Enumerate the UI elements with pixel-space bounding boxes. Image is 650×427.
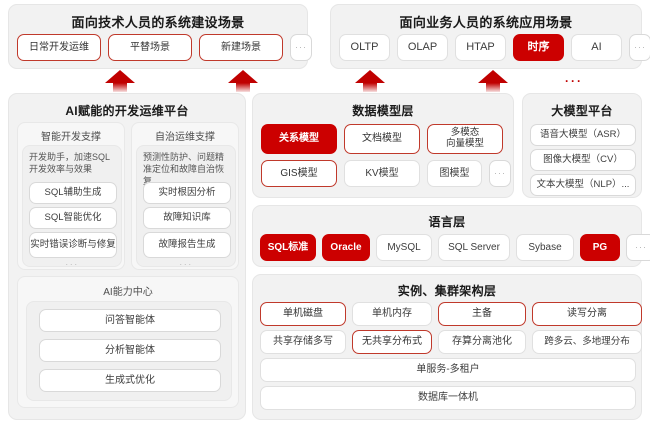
- tech-chip-more[interactable]: ···: [290, 34, 312, 61]
- ai-column-dev-desc: 开发助手，加速SQL开发效率与效果: [29, 152, 111, 175]
- ai-platform-title: AI赋能的开发运维平台: [65, 104, 189, 118]
- ai-agent-qa[interactable]: 问答智能体: [39, 309, 221, 332]
- ai-column-dev-title: 智能开发支撑: [41, 132, 101, 143]
- ai-item-sql-opt[interactable]: SQL智能优化: [29, 207, 117, 229]
- biz-chip-oltp[interactable]: OLTP: [339, 34, 390, 61]
- lang-chip-sql-server[interactable]: SQL Server: [438, 234, 510, 261]
- instance-chip-read-write-split[interactable]: 读写分离: [532, 302, 642, 326]
- llm-item-asr[interactable]: 语音大模型（ASR）: [530, 124, 636, 146]
- arrow-head-icon: [478, 70, 508, 83]
- data-model-kv[interactable]: KV模型: [344, 160, 420, 187]
- llm-platform-title: 大模型平台: [551, 104, 613, 118]
- arrow-head-icon: [355, 70, 385, 83]
- ai-agent-generative-opt[interactable]: 生成式优化: [39, 369, 221, 392]
- llm-item-cv[interactable]: 图像大模型（CV）: [530, 149, 636, 171]
- lang-chip-sql-standard[interactable]: SQL标准: [260, 234, 316, 261]
- arrow-stem: [236, 83, 250, 92]
- arrow-head-icon: [228, 70, 258, 83]
- data-model-document[interactable]: 文档模型: [344, 124, 420, 154]
- ai-column-ops-body: 预测性防护、问题精准定位和故障自治恢复 实时根因分析 故障知识库 故障报告生成: [136, 145, 236, 267]
- instance-chip-standalone-memory[interactable]: 单机内存: [352, 302, 432, 326]
- biz-scene-panel: 面向业务人员的系统应用场景 OLTP OLAP HTAP 时序 AI ···: [330, 4, 650, 69]
- arrow-stem: [486, 83, 500, 92]
- arrow-up-1: [105, 70, 135, 92]
- data-model-relational[interactable]: 关系模型: [261, 124, 337, 154]
- data-model-layer-panel: 数据模型层 关系模型 文档模型 多模态 向量模型 GIS模型 KV模型 图模型 …: [252, 93, 514, 198]
- arrow-stem: [363, 83, 377, 92]
- lang-chip-pg[interactable]: PG: [580, 234, 620, 261]
- data-model-layer-title: 数据模型层: [352, 104, 414, 118]
- instance-layer-panel: 实例、集群架构层 单机磁盘 单机内存 主备 读写分离 共享存储多写 无共享分布式…: [252, 274, 642, 420]
- ai-column-ops: 自治运维支撑 预测性防护、问题精准定位和故障自治恢复 实时根因分析 故障知识库 …: [131, 122, 239, 270]
- ai-platform-panel: AI赋能的开发运维平台 智能开发支撑 开发助手，加速SQL开发效率与效果 SQL…: [8, 93, 246, 420]
- language-layer-title: 语言层: [428, 215, 466, 229]
- arrow-stem: [113, 83, 127, 92]
- ai-capability-center-title: AI能力中心: [103, 287, 153, 298]
- ai-item-fault-kb[interactable]: 故障知识库: [143, 207, 231, 229]
- instance-chip-single-service-multitenant[interactable]: 单服务-多租户: [260, 358, 636, 382]
- lang-chip-oracle[interactable]: Oracle: [322, 234, 370, 261]
- ai-capability-center: AI能力中心 问答智能体 分析智能体 生成式优化: [17, 276, 239, 408]
- data-model-graph[interactable]: 图模型: [427, 160, 482, 187]
- language-layer-panel: 语言层 SQL标准 Oracle MySQL SQL Server Sybase…: [252, 205, 650, 267]
- instance-chip-storage-compute-pooling[interactable]: 存算分离池化: [438, 330, 526, 354]
- arrow-up-3: [355, 70, 385, 92]
- data-model-multimodal-line2: 向量模型: [445, 138, 484, 149]
- biz-chip-ai[interactable]: AI: [571, 34, 622, 61]
- tech-chip-replacement[interactable]: 平替场景: [108, 34, 192, 61]
- biz-scene-title: 面向业务人员的系统应用场景: [399, 15, 573, 30]
- instance-chip-standalone-disk[interactable]: 单机磁盘: [260, 302, 346, 326]
- data-model-multimodal-vector[interactable]: 多模态 向量模型: [427, 124, 503, 154]
- instance-chip-db-appliance[interactable]: 数据库一体机: [260, 386, 636, 410]
- ai-item-sql-gen[interactable]: SQL辅助生成: [29, 182, 117, 204]
- tech-chip-daily-devops[interactable]: 日常开发运维: [17, 34, 101, 61]
- ai-item-fault-report[interactable]: 故障报告生成: [143, 232, 231, 258]
- ai-item-sql-diagnose[interactable]: 实时错误诊断与修复: [29, 232, 117, 258]
- arrow-head-icon: [105, 70, 135, 83]
- tech-scene-title: 面向技术人员的系统建设场景: [71, 15, 245, 30]
- biz-chip-more[interactable]: ···: [629, 34, 650, 61]
- tech-scene-panel: 面向技术人员的系统建设场景 日常开发运维 平替场景 新建场景 ···: [8, 4, 312, 69]
- tech-chip-new-build[interactable]: 新建场景: [199, 34, 283, 61]
- arrow-up-2: [228, 70, 258, 92]
- lang-chip-mysql[interactable]: MySQL: [376, 234, 432, 261]
- instance-chip-primary-standby[interactable]: 主备: [438, 302, 526, 326]
- instance-chip-shared-storage-multiwrite[interactable]: 共享存储多写: [260, 330, 346, 354]
- biz-chip-htap[interactable]: HTAP: [455, 34, 506, 61]
- ai-agent-analysis[interactable]: 分析智能体: [39, 339, 221, 362]
- lang-chip-sybase[interactable]: Sybase: [516, 234, 574, 261]
- instance-chip-multicloud-geo[interactable]: 跨多云、多地理分布: [532, 330, 642, 354]
- data-model-multimodal-line1: 多模态: [450, 127, 480, 139]
- ai-column-ops-more[interactable]: ···: [179, 259, 193, 269]
- instance-layer-title: 实例、集群架构层: [397, 284, 497, 298]
- ai-column-ops-desc: 预测性防护、问题精准定位和故障自治恢复: [143, 152, 225, 186]
- biz-chip-olap[interactable]: OLAP: [397, 34, 448, 61]
- ai-column-dev: 智能开发支撑 开发助手，加速SQL开发效率与效果 SQL辅助生成 SQL智能优化…: [17, 122, 125, 270]
- ai-column-ops-title: 自治运维支撑: [155, 132, 215, 143]
- ai-item-root-cause[interactable]: 实时根因分析: [143, 182, 231, 204]
- instance-chip-shared-nothing[interactable]: 无共享分布式: [352, 330, 432, 354]
- biz-chip-timeseries[interactable]: 时序: [513, 34, 564, 61]
- ai-capability-center-body: 问答智能体 分析智能体 生成式优化: [26, 301, 232, 401]
- data-model-gis[interactable]: GIS模型: [261, 160, 337, 187]
- ai-column-dev-more[interactable]: ···: [65, 259, 79, 269]
- llm-platform-dots: ···: [565, 74, 583, 88]
- arrow-up-4: [478, 70, 508, 92]
- llm-platform-panel: 大模型平台 语音大模型（ASR） 图像大模型（CV） 文本大模型（NLP）...: [522, 93, 642, 198]
- data-model-more[interactable]: ···: [489, 160, 511, 187]
- lang-chip-more[interactable]: ···: [626, 234, 650, 261]
- llm-item-nlp[interactable]: 文本大模型（NLP）...: [530, 174, 636, 196]
- ai-column-dev-body: 开发助手，加速SQL开发效率与效果 SQL辅助生成 SQL智能优化 实时错误诊断…: [22, 145, 122, 267]
